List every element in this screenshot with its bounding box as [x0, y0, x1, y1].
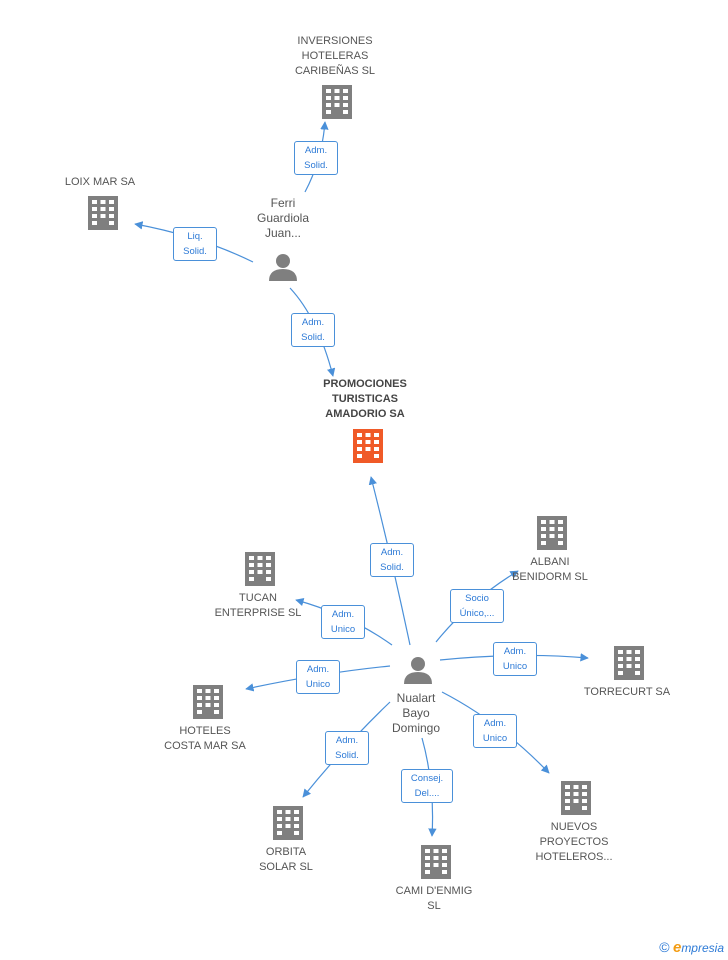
role-badge-nualart-torrecurt[interactable]: Adm.Unico	[493, 642, 537, 676]
role-badge-nualart-hoteles[interactable]: Adm.Unico	[296, 660, 340, 694]
company-label-torrecurt[interactable]: TORRECURT SA	[583, 686, 671, 698]
person-icon-ferri[interactable]	[269, 254, 297, 281]
company-label-loix[interactable]: LOIX MAR SA	[64, 176, 136, 188]
person-label-nualart[interactable]: Nualart Bayo Domingo	[391, 691, 441, 735]
role-badge-ferri-loix[interactable]: Liq.Solid.	[173, 227, 217, 261]
role-badge-ferri-center[interactable]: Adm.Solid.	[291, 313, 335, 347]
company-label-tucan[interactable]: TUCAN ENTERPRISE SL	[214, 592, 302, 619]
company-label-inversiones[interactable]: INVERSIONES HOTELERAS CARIBEÑAS SL	[294, 35, 376, 77]
role-badge-nualart-center[interactable]: Adm.Solid.	[370, 543, 414, 577]
role-badge-nualart-tucan[interactable]: Adm.Unico	[321, 605, 365, 639]
building-icon-orbita[interactable]	[273, 806, 303, 840]
copyright-icon: ©	[659, 939, 670, 955]
company-label-hoteles[interactable]: HOTELES COSTA MAR SA	[164, 725, 246, 752]
role-badge-nualart-orbita[interactable]: Adm.Solid.	[325, 731, 369, 765]
brand-name: mpresia	[681, 941, 724, 955]
brand-mark: e	[672, 939, 682, 956]
person-label-ferri[interactable]: Ferri Guardiola Juan...	[256, 196, 310, 240]
role-badge-ferri-inversiones[interactable]: Adm.Solid.	[294, 141, 338, 175]
person-icon-nualart[interactable]	[404, 657, 432, 684]
company-label-cami[interactable]: CAMI D'ENMIG SL	[395, 885, 473, 912]
brand-logo: © empresia	[659, 939, 724, 956]
company-label-albani[interactable]: ALBANI BENIDORM SL	[512, 556, 588, 583]
building-icon-inversiones[interactable]	[322, 85, 352, 119]
role-badge-nualart-cami[interactable]: Consej.Del....	[401, 769, 453, 803]
building-icon-loix[interactable]	[88, 196, 118, 230]
role-badge-nualart-nuevos[interactable]: Adm.Unico	[473, 714, 517, 748]
building-icon-torrecurt[interactable]	[614, 646, 644, 680]
building-icon-tucan[interactable]	[245, 552, 275, 586]
building-icon-albani[interactable]	[537, 516, 567, 550]
center-company-label[interactable]: PROMOCIONES TURISTICAS AMADORIO SA	[323, 378, 407, 420]
building-icon-center[interactable]	[353, 429, 383, 463]
building-icon-nuevos[interactable]	[561, 781, 591, 815]
building-icon-cami[interactable]	[421, 845, 451, 879]
company-label-nuevos[interactable]: NUEVOS PROYECTOS HOTELEROS...	[535, 821, 613, 863]
building-icon-hoteles[interactable]	[193, 685, 223, 719]
company-label-orbita[interactable]: ORBITA SOLAR SL	[259, 846, 313, 873]
